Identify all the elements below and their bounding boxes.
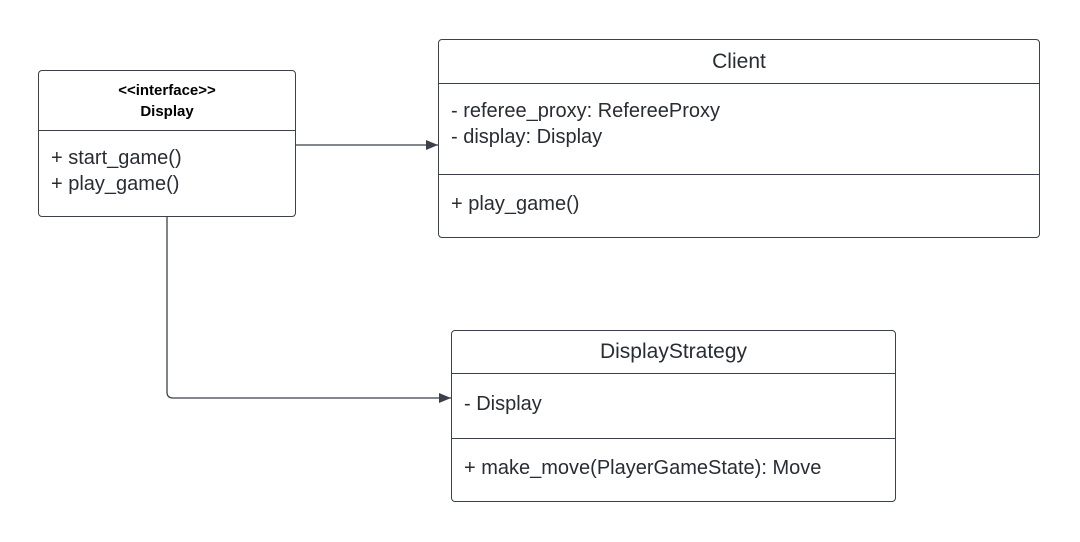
attribute-display: - Display bbox=[464, 393, 542, 415]
display-class-name: Display bbox=[140, 102, 194, 120]
strategy-operations: + make_move(PlayerGameState): Move bbox=[452, 439, 895, 481]
operation-play-game: + play_game() bbox=[51, 173, 180, 195]
strategy-attributes: - Display bbox=[452, 374, 895, 439]
client-operations: + play_game() bbox=[439, 175, 1039, 217]
connector-display-to-strategy[interactable] bbox=[166, 217, 451, 403]
client-class-name: Client bbox=[712, 49, 766, 73]
display-class-header: <<interface>> Display bbox=[39, 71, 295, 131]
client-attributes: - referee_proxy: RefereeProxy - display:… bbox=[439, 84, 1039, 175]
interface-stereotype: <<interface>> bbox=[118, 81, 216, 99]
attribute-referee-proxy: - referee_proxy: RefereeProxy bbox=[451, 100, 721, 122]
attribute-display: - display: Display bbox=[451, 126, 603, 148]
strategy-class-name: DisplayStrategy bbox=[599, 340, 748, 363]
strategy-class-header: DisplayStrategy bbox=[452, 331, 895, 374]
client-class-header: Client bbox=[439, 40, 1039, 84]
client-class[interactable]: Client - referee_proxy: RefereeProxy - d… bbox=[438, 39, 1040, 238]
operation-play-game: + play_game() bbox=[451, 193, 580, 215]
display-strategy-class[interactable]: DisplayStrategy - Display + make_move(Pl… bbox=[451, 330, 896, 502]
display-interface-class[interactable]: <<interface>> Display + start_game() + p… bbox=[38, 70, 296, 217]
operation-make-move: + make_move(PlayerGameState): Move bbox=[464, 457, 822, 479]
display-operations: + start_game() + play_game() bbox=[39, 131, 295, 197]
operation-start-game: + start_game() bbox=[51, 147, 182, 169]
